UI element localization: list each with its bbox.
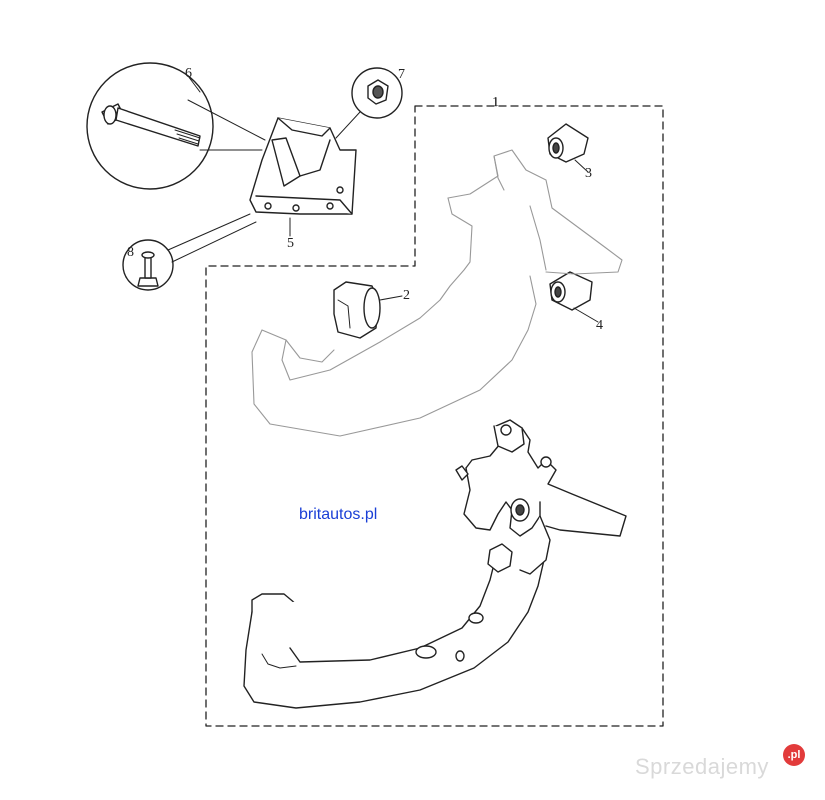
watermark-badge: .pl xyxy=(783,744,805,766)
leader-8b xyxy=(171,221,257,263)
nut-part xyxy=(367,79,389,105)
callout-5: 5 xyxy=(287,236,294,251)
callout-8: 8 xyxy=(127,245,134,260)
bolt-part xyxy=(101,103,201,147)
leader-6a xyxy=(187,99,266,141)
callout-4: 4 xyxy=(596,318,603,333)
leader-6-tick xyxy=(187,75,201,93)
leader-7 xyxy=(335,111,361,139)
watermark-text: Sprzedajemy xyxy=(635,754,769,779)
detail-circle-nut xyxy=(351,67,403,119)
leader-8a xyxy=(167,213,251,251)
callout-3: 3 xyxy=(585,166,592,181)
leader-2 xyxy=(379,295,403,301)
small-bolt-part xyxy=(137,251,159,287)
bushing-2-part xyxy=(333,281,381,339)
bushing-3-part xyxy=(547,123,589,163)
callout-6: 6 xyxy=(185,66,192,81)
callout-1: 1 xyxy=(492,95,499,110)
callout-7: 7 xyxy=(398,67,405,82)
bushing-4-part xyxy=(549,271,593,311)
kit-boundary-dashed xyxy=(205,105,664,727)
detail-circle-bolt xyxy=(86,62,214,190)
lower-arm-assembled xyxy=(243,419,627,709)
lower-arm-outline-upper xyxy=(251,149,623,437)
site-label: britautos.pl xyxy=(299,506,378,523)
mounting-bracket-part xyxy=(249,117,357,215)
leader-4 xyxy=(573,307,599,323)
leader-3 xyxy=(574,159,589,173)
callout-2: 2 xyxy=(403,288,410,303)
detail-circle-small-bolt xyxy=(122,239,174,291)
